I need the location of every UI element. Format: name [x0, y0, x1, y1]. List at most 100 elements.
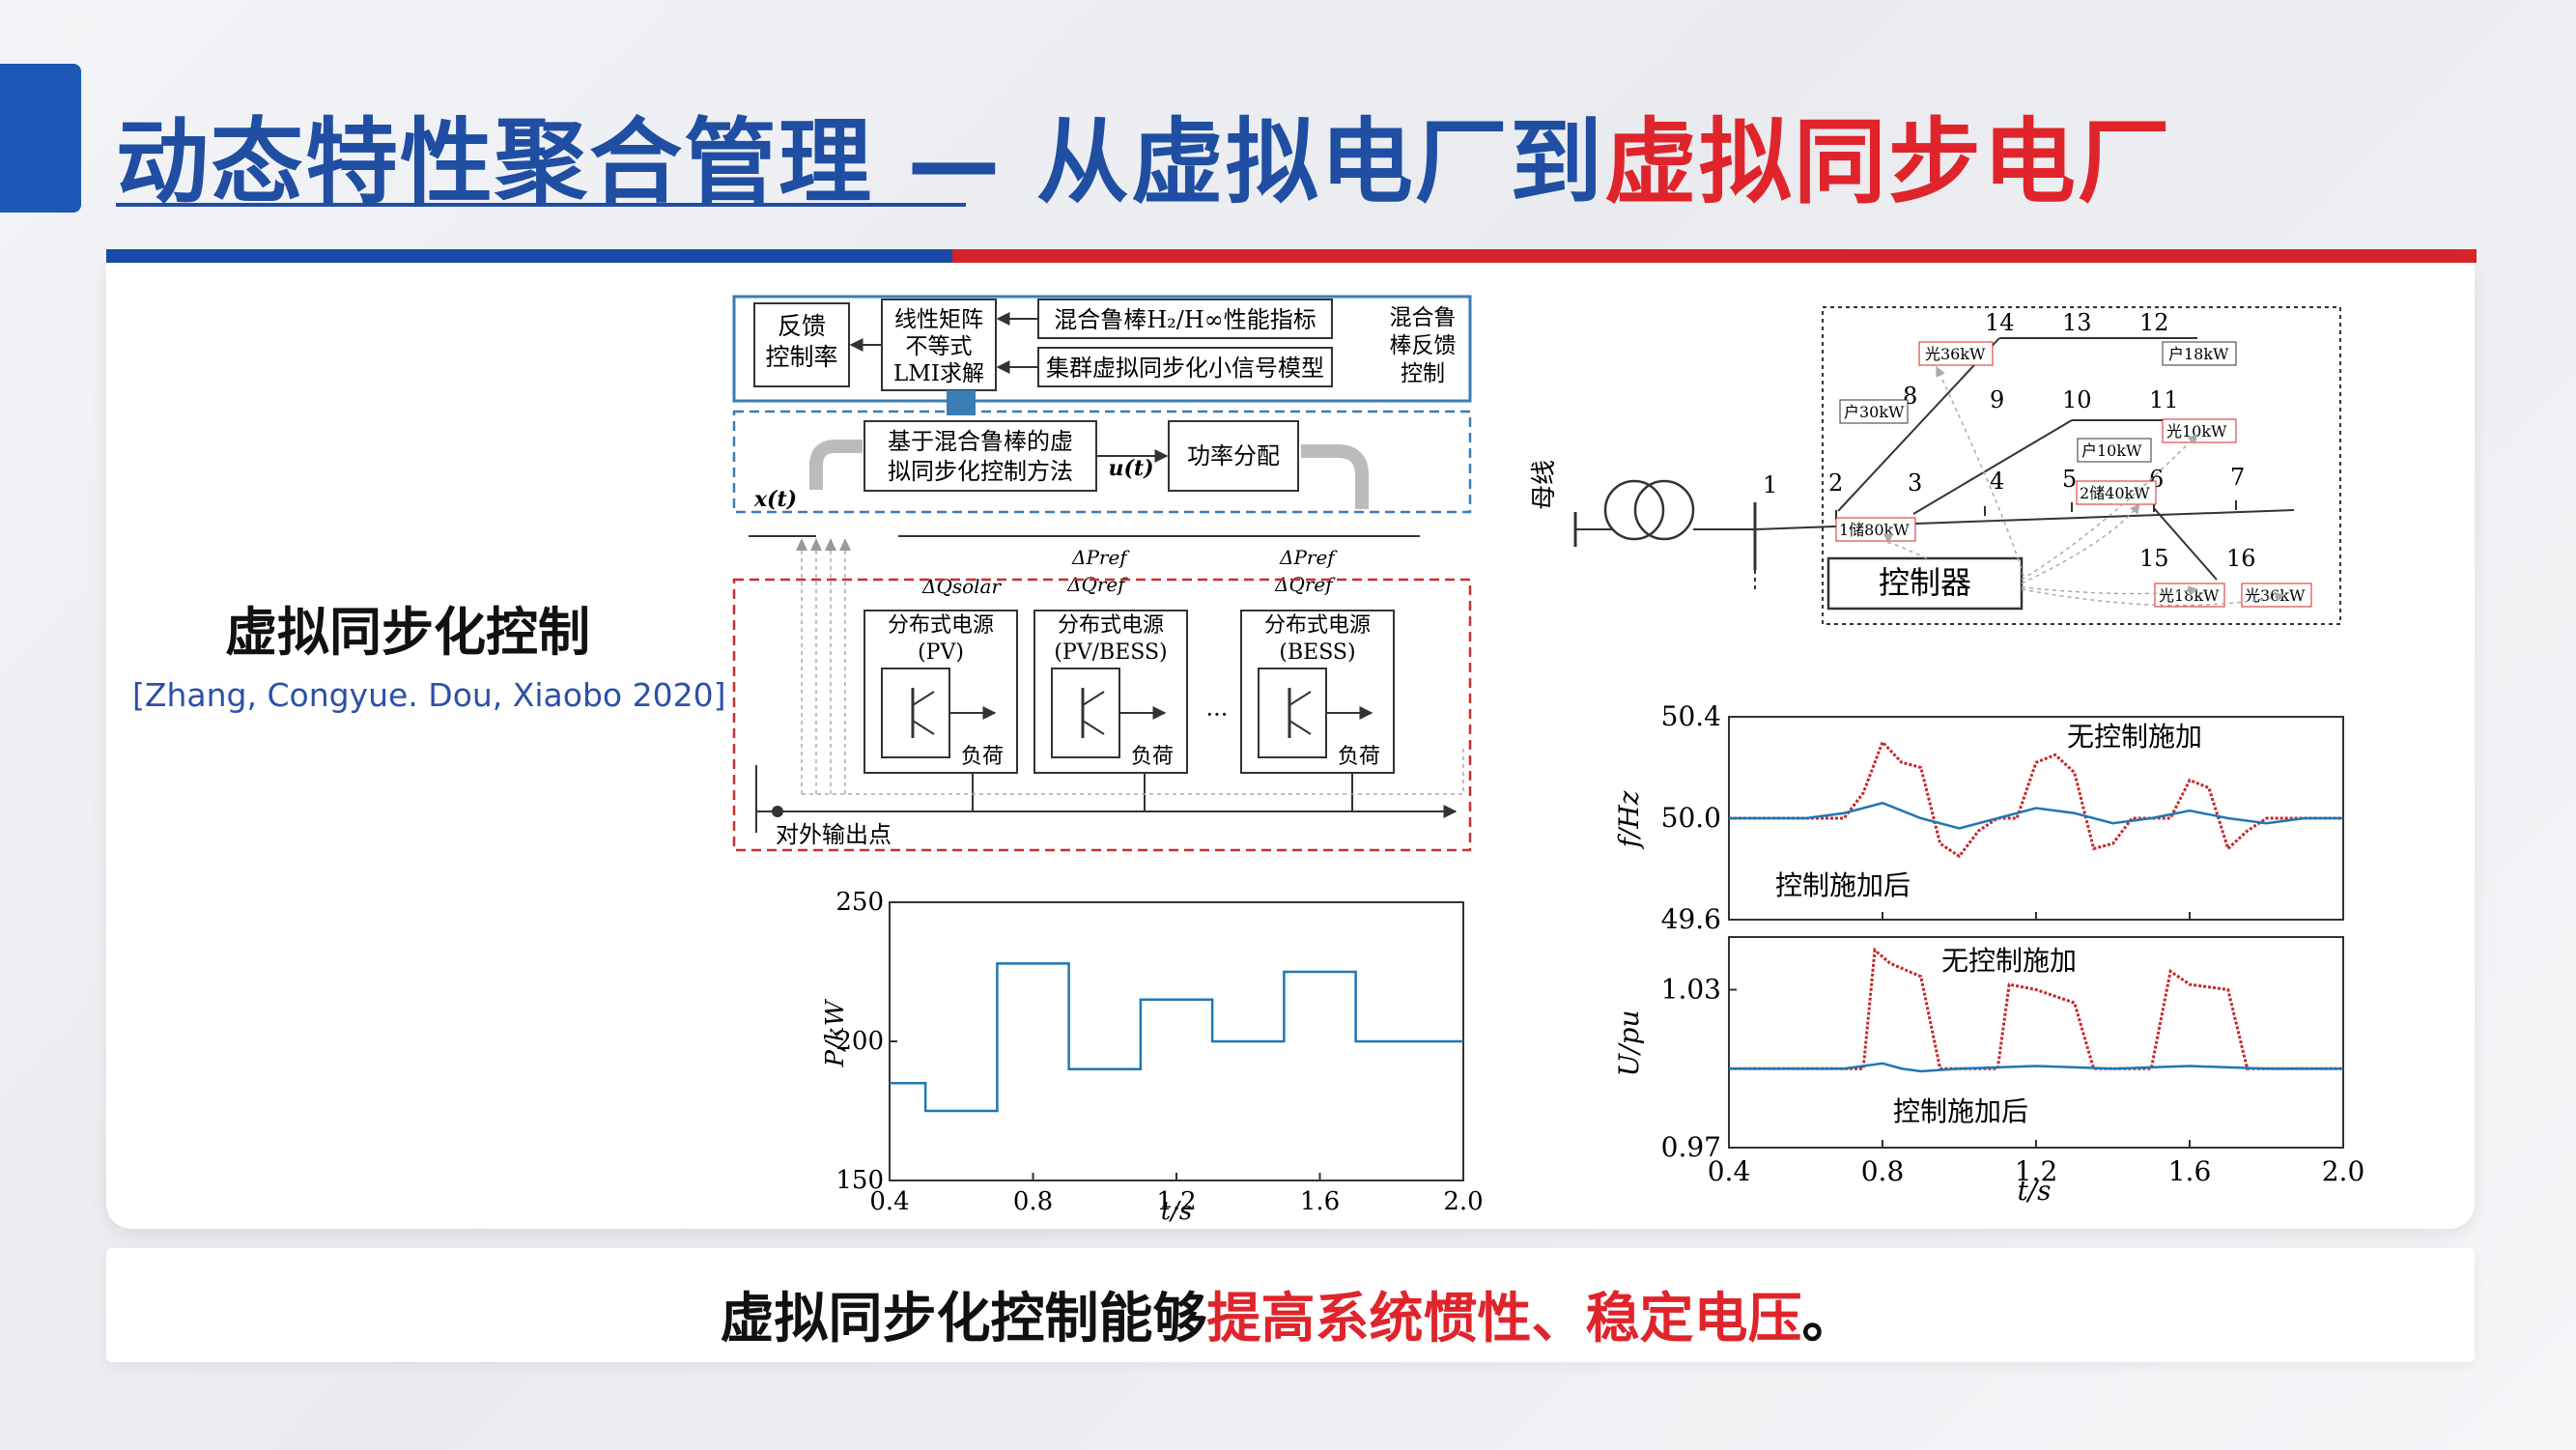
network-tags: 光36kW 户18kW 户30kW 户10kW 光10kW 2储40kW 1储8… [1835, 341, 2312, 608]
lmi-box [881, 299, 997, 391]
power-xtick: 2.0 [1443, 1187, 1483, 1216]
citation: [Zhang, Congyue. Dou, Xiaobo 2020] [132, 676, 726, 714]
power-xtick: 1.6 [1300, 1187, 1340, 1216]
robust-line3: 控制 [1401, 361, 1445, 386]
tag-storage40: 2储40kW [2080, 484, 2150, 502]
tag-pv36-top: 光36kW [1925, 345, 1986, 363]
robust-line2: 棒反馈 [1390, 333, 1457, 358]
feedback-line2: 控制率 [765, 343, 837, 371]
volt-xtick: 0.8 [1861, 1155, 1905, 1187]
freq-annotation-uncontrolled: 无控制施加 [2067, 721, 2202, 753]
source-bess: 分布式电源 (BESS) 负荷 [1240, 610, 1395, 774]
volt-annotation-controlled: 控制施加后 [1893, 1095, 2028, 1127]
dp-ref-2: ΔPref [1279, 546, 1338, 569]
node-1: 1 [1763, 471, 1777, 498]
power-ylabel: P/kW [821, 998, 850, 1067]
source2-line1: 分布式电源 [1058, 613, 1164, 638]
node-5: 5 [2062, 466, 2077, 493]
power-xtick: 0.8 [1013, 1187, 1053, 1216]
hinf-label: 混合鲁棒H₂/H∞性能指标 [1054, 306, 1316, 333]
network-frame [1822, 306, 2341, 625]
volt-series-controlled [1729, 1062, 2343, 1073]
feedback-box [753, 302, 850, 387]
power-label: 功率分配 [1187, 442, 1280, 469]
conclusion-text: 虚拟同步化控制能够提高系统惯性、稳定电压。 [0, 1275, 2576, 1353]
tag-house18: 户18kW [2168, 345, 2229, 363]
power-ytick: 200 [835, 1027, 884, 1056]
dp-ref-1: ΔPref [1071, 546, 1130, 569]
load-label-1: 负荷 [961, 745, 1004, 769]
model-label: 集群虚拟同步化小信号模型 [1046, 355, 1324, 382]
load-label-3: 负荷 [1338, 745, 1380, 769]
volt-ytick: 1.03 [1661, 974, 1721, 1006]
frame-lower [732, 578, 1472, 852]
freq-ytick: 49.6 [1661, 903, 1721, 935]
control-diagram: 反馈 控制率 线性矩阵 不等式 LMI求解 混合鲁棒H₂/H∞性能指标 集群虚拟… [732, 295, 1472, 852]
volt-xtick: 1.6 [2168, 1155, 2212, 1187]
title-main: 动态特性聚合管理 — 从虚拟电厂到 [116, 108, 1604, 216]
rule-blue [106, 249, 952, 263]
node-4: 4 [1990, 468, 2004, 495]
power-xlabel: t/s [1161, 1197, 1193, 1226]
dq-ref-1: ΔQref [1066, 573, 1128, 596]
ellipsis: ··· [1206, 701, 1229, 728]
lmi-line1: 线性矩阵 [894, 307, 983, 332]
tag-pv36-bottom: 光36kW [2245, 586, 2306, 605]
volt-xtick: 1.2 [2015, 1155, 2058, 1187]
frequency-chart: f/Hz 49.650.050.4 无控制施加 控制施加后 [1613, 700, 2344, 935]
power-box [1168, 420, 1299, 492]
method-line2: 拟同步化控制方法 [888, 458, 1073, 485]
node-10: 10 [2062, 386, 2092, 413]
source1-line1: 分布式电源 [888, 613, 994, 638]
freq-ytick: 50.0 [1661, 802, 1721, 834]
tag-pv18: 光18kW [2159, 586, 2220, 605]
tag-house10: 户10kW [2081, 441, 2142, 460]
method-line1: 基于混合鲁棒的虚 [888, 428, 1073, 455]
lmi-line3: LMI求解 [893, 361, 984, 386]
freq-series-controlled [1729, 801, 2343, 830]
dq-ref-2: ΔQref [1274, 573, 1336, 596]
feedback-line1: 反馈 [778, 312, 826, 340]
power-chart: P/kW t/s 0.4 0.8 1.2 1.6 2.0 150 200 250 [821, 888, 1484, 1226]
source2-line2: (PV/BESS) [1054, 640, 1167, 665]
source-pv: 分布式电源 (PV) 负荷 [863, 610, 1018, 774]
volt-ytick: 0.97 [1661, 1131, 1721, 1163]
power-series [890, 962, 1463, 1113]
volt-series-uncontrolled [1729, 947, 2343, 1070]
title-underline [116, 203, 966, 207]
tag-storage80: 1储80kW [1839, 521, 1910, 539]
volt-xtick: 2.0 [2322, 1155, 2365, 1187]
node-11: 11 [2149, 386, 2179, 413]
power-ytick: 250 [835, 888, 884, 917]
bus-label: 母线 [1530, 460, 1559, 510]
source1-line2: (PV) [918, 640, 964, 665]
source3-line1: 分布式电源 [1264, 613, 1371, 638]
volt-xtick: 0.4 [1708, 1155, 1751, 1187]
power-xtick: 0.4 [869, 1187, 909, 1216]
power-xtick: 1.2 [1156, 1187, 1196, 1216]
header-accent-block [0, 64, 81, 213]
frame-top [732, 295, 1472, 403]
power-ytick: 150 [835, 1166, 884, 1195]
source3-line2: (BESS) [1279, 640, 1355, 665]
controller-label: 控制器 [1879, 564, 1971, 601]
node-12: 12 [2139, 309, 2169, 336]
hinf-box [1037, 299, 1333, 339]
conclusion-highlight: 提高系统惯性、稳定电压 [1206, 1288, 1802, 1350]
volt-annotation-uncontrolled: 无控制施加 [1941, 945, 2077, 977]
node-2: 2 [1828, 469, 1843, 497]
freq-ylabel: f/Hz [1613, 790, 1645, 849]
node-3: 3 [1908, 469, 1922, 497]
output-point: 对外输出点 [776, 821, 892, 848]
conclusion-bar [106, 1248, 2475, 1362]
node-15: 15 [2139, 545, 2169, 572]
node-9: 9 [1990, 386, 2004, 413]
title-highlight: 虚拟同步电厂 [1603, 108, 2172, 216]
rule-red [952, 249, 2477, 263]
frame-middle [732, 410, 1472, 514]
node-7: 7 [2230, 464, 2245, 491]
conclusion-main: 虚拟同步化控制能够 [720, 1288, 1207, 1350]
source-pv-bess: 分布式电源 (PV/BESS) 负荷 [1033, 610, 1188, 774]
load-label-2: 负荷 [1131, 745, 1174, 769]
